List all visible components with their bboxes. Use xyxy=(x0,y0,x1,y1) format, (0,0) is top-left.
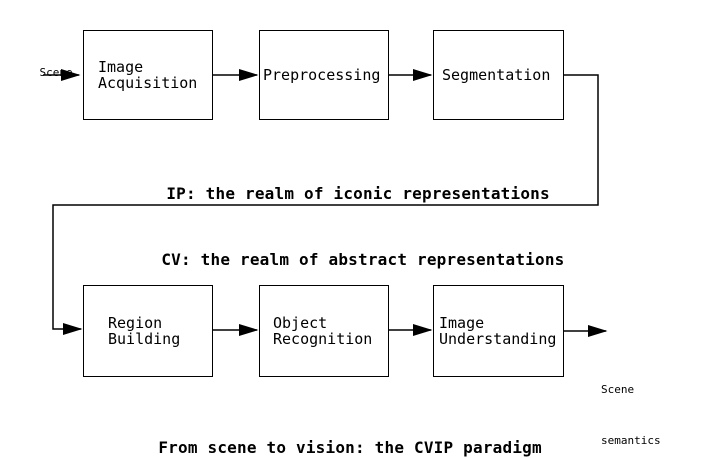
scene-input-label: Scene xyxy=(13,47,73,98)
box-image-understanding: Image Understanding xyxy=(433,285,564,377)
box-label-line: Recognition xyxy=(273,330,373,348)
box-label-line: Object xyxy=(273,314,328,332)
cv-realm-text: CV: the realm of abstract representation… xyxy=(161,250,565,269)
box-region-building: Region Building xyxy=(83,285,213,377)
box-image-acquisition: Image Acquisition xyxy=(83,30,213,120)
diagram-title-text: From scene to vision: the CVIP paradigm xyxy=(158,438,542,457)
box-segmentation: Segmentation xyxy=(433,30,564,120)
box-label-line: Image xyxy=(98,58,144,76)
scene-semantics-label: Scene semantics xyxy=(601,347,661,458)
scene-semantics-line1: Scene xyxy=(601,383,635,396)
cv-realm-caption: CV: the realm of abstract representation… xyxy=(122,231,565,288)
ip-realm-caption: IP: the realm of iconic representations xyxy=(127,165,550,222)
arrow-segmentation-to-region-building xyxy=(52,74,599,335)
box-label-line: Building xyxy=(108,330,181,348)
box-label-line: Region xyxy=(108,314,163,332)
box-label-line: Acquisition xyxy=(98,74,198,92)
box-label-line: Segmentation xyxy=(442,66,551,84)
ip-realm-text: IP: the realm of iconic representations xyxy=(166,184,550,203)
box-preprocessing: Preprocessing xyxy=(259,30,389,120)
box-label-line: Image xyxy=(439,314,485,332)
diagram-title-caption: From scene to vision: the CVIP paradigm xyxy=(119,419,542,458)
box-object-recognition: Object Recognition xyxy=(259,285,389,377)
scene-input-text: Scene xyxy=(39,66,73,79)
scene-semantics-line2: semantics xyxy=(601,434,661,447)
box-label-line: Preprocessing xyxy=(263,66,381,84)
box-label-line: Understanding xyxy=(439,330,557,348)
